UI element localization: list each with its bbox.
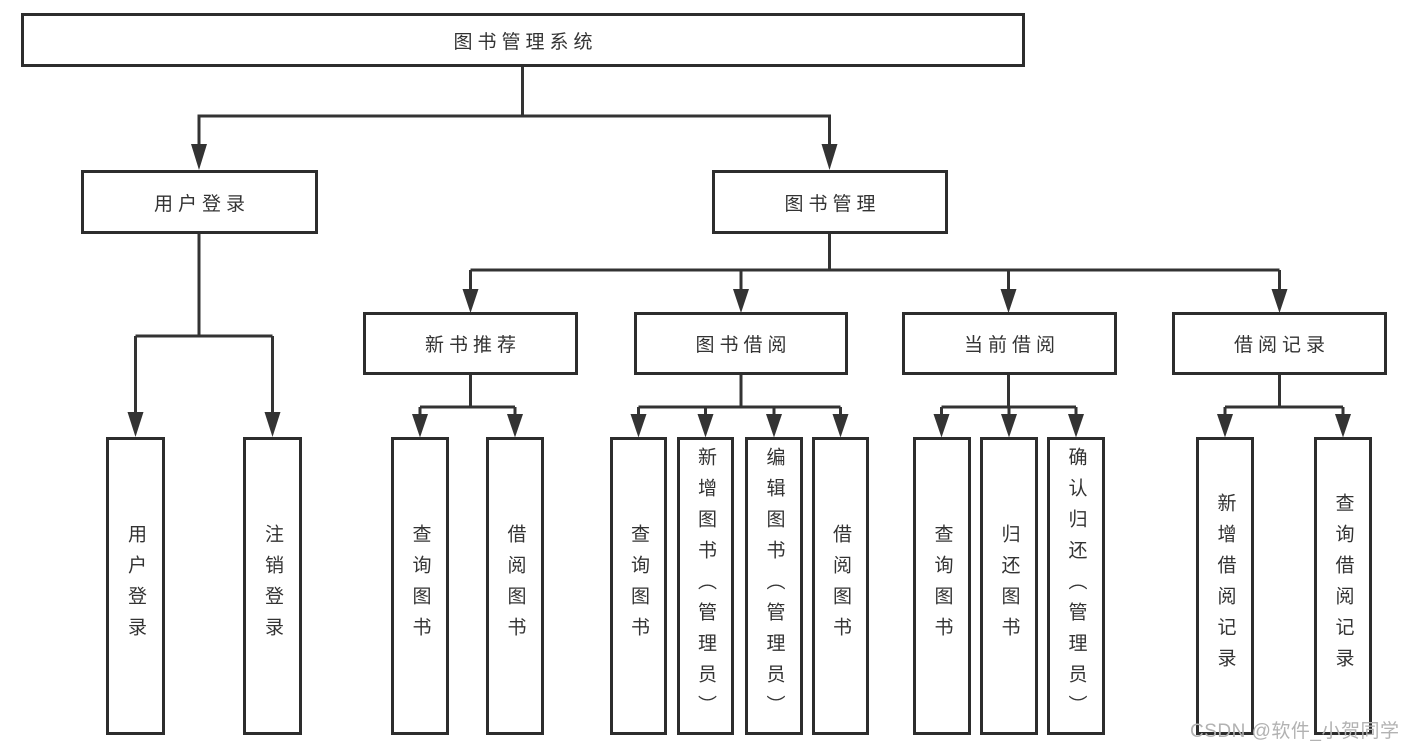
leaf-bb-borrow-books: 借阅图书 (812, 437, 869, 735)
watermark: CSDN @软件_小贺同学 (1190, 721, 1400, 742)
leaf-nbr-query-books-label: 查询图书 (409, 524, 431, 648)
leaf-cb-confirm-return-admin-label: 确认归还（管理员） (1065, 446, 1087, 726)
leaf-cb-query-books-label: 查询图书 (931, 524, 953, 648)
node-book-management: 图书管理 (712, 170, 948, 234)
leaf-user-login: 用户登录 (106, 437, 165, 735)
leaf-bb-add-book-admin: 新增图书（管理员） (677, 437, 734, 735)
leaf-logout-label: 注销登录 (262, 524, 283, 648)
leaf-bb-borrow-books-label: 借阅图书 (830, 524, 851, 648)
leaf-bb-query-books: 查询图书 (610, 437, 667, 735)
node-user-login: 用户登录 (81, 170, 318, 234)
leaf-nbr-query-books: 查询图书 (391, 437, 449, 735)
node-current-borrow: 当前借阅 (902, 312, 1117, 375)
leaf-bb-edit-book-admin: 编辑图书（管理员） (745, 437, 803, 735)
leaf-bb-add-book-admin-label: 新增图书（管理员） (695, 446, 716, 726)
node-borrow-records: 借阅记录 (1172, 312, 1387, 375)
node-root: 图书管理系统 (21, 13, 1025, 67)
leaf-nbr-borrow-books: 借阅图书 (486, 437, 544, 735)
leaf-logout: 注销登录 (243, 437, 302, 735)
leaf-br-add-record: 新增借阅记录 (1196, 437, 1254, 735)
leaf-br-query-record: 查询借阅记录 (1314, 437, 1372, 735)
leaf-br-query-record-label: 查询借阅记录 (1332, 493, 1354, 679)
leaf-br-add-record-label: 新增借阅记录 (1214, 493, 1236, 679)
leaf-cb-return-books-label: 归还图书 (998, 524, 1020, 648)
node-book-borrow: 图书借阅 (634, 312, 848, 375)
leaf-bb-query-books-label: 查询图书 (628, 524, 649, 648)
leaf-cb-return-books: 归还图书 (980, 437, 1038, 735)
leaf-user-login-label: 用户登录 (125, 524, 146, 648)
node-new-book-recommend: 新书推荐 (363, 312, 578, 375)
leaf-nbr-borrow-books-label: 借阅图书 (504, 524, 526, 648)
leaf-bb-edit-book-admin-label: 编辑图书（管理员） (763, 446, 785, 726)
leaf-cb-confirm-return-admin: 确认归还（管理员） (1047, 437, 1105, 735)
leaf-cb-query-books: 查询图书 (913, 437, 971, 735)
